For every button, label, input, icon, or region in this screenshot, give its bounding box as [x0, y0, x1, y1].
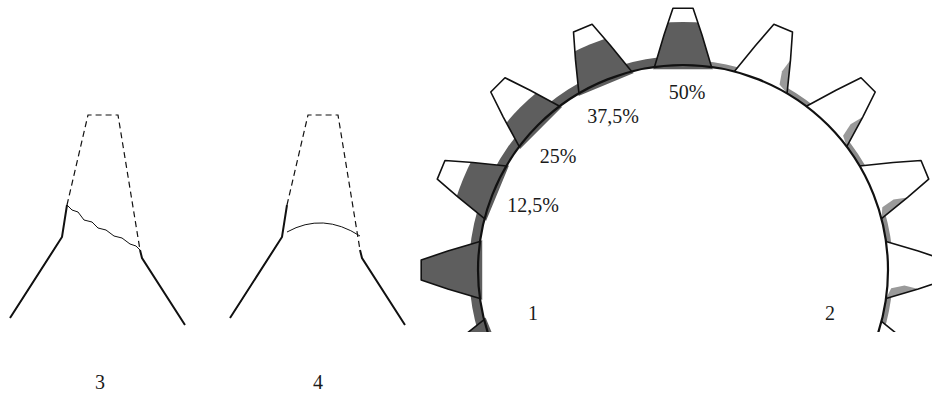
- gear-tooth: [884, 240, 932, 300]
- wear-line: [14, 243, 58, 312]
- gear-tooth: [436, 317, 508, 332]
- tooth-outline: [574, 24, 632, 93]
- wear-line: [234, 243, 278, 312]
- tooth-outline: [860, 161, 929, 219]
- gear-drawing: [421, 8, 932, 332]
- figure-number: 4: [313, 372, 323, 392]
- wear-band: [701, 61, 893, 332]
- figure-number: 1: [528, 303, 538, 323]
- wear-percentage: 50%: [669, 82, 706, 102]
- tooth-outline: [734, 24, 792, 93]
- broken-tooth-rough: [10, 115, 185, 325]
- figure-number: 3: [95, 372, 105, 392]
- gear-tooth: [574, 24, 634, 96]
- broken-tooth-smooth: [230, 115, 405, 325]
- tooth-outline: [654, 8, 711, 67]
- original-contour: [67, 115, 140, 250]
- figure-number: 2: [825, 303, 835, 323]
- tooth-outline: [421, 241, 480, 298]
- tooth-outline: [860, 321, 929, 332]
- gear-tooth: [653, 8, 713, 69]
- original-contour: [287, 115, 360, 250]
- tooth-outline: [886, 241, 932, 298]
- gear-tooth: [857, 161, 929, 221]
- wear-percentage: 12,5%: [507, 195, 559, 215]
- worn-area: [437, 161, 509, 221]
- tooth-flank: [10, 205, 67, 318]
- tooth-outline: [806, 78, 875, 147]
- gear-tooth: [857, 319, 929, 332]
- root-circle: [478, 65, 888, 332]
- gear-tooth: [732, 24, 792, 96]
- wear-percentage: 25%: [540, 146, 577, 166]
- tooth-flank: [140, 250, 185, 325]
- worn-area: [653, 8, 713, 69]
- worn-area: [421, 240, 482, 300]
- wear-percentage: 37,5%: [587, 106, 639, 126]
- tooth-outline: [437, 161, 506, 219]
- tooth-flank: [360, 250, 405, 325]
- wear-band: [469, 56, 702, 332]
- fracture-line: [287, 223, 360, 236]
- tooth-flank: [230, 205, 287, 318]
- gear-tooth: [421, 240, 482, 300]
- worn-area: [436, 317, 508, 332]
- worn-area: [574, 24, 634, 96]
- tooth-outline: [491, 78, 560, 147]
- tooth-outline: [436, 320, 505, 332]
- gear-tooth: [437, 161, 509, 221]
- fracture-line: [67, 205, 140, 250]
